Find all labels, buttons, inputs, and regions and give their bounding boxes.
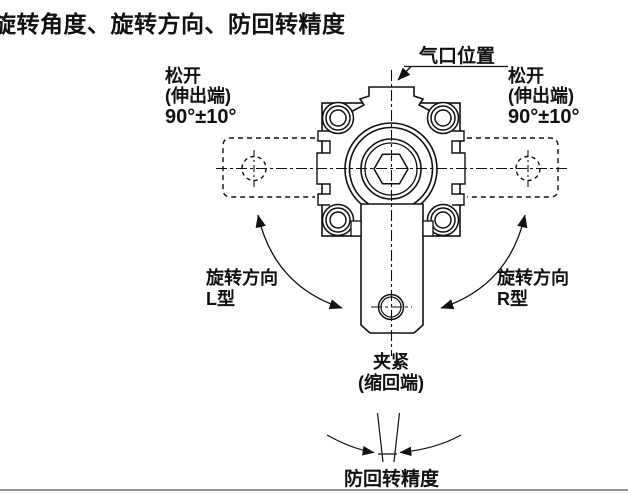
release-label-right: 松开 (伸出端) 90°±10°: [508, 66, 579, 128]
rotation-arc-arrows: [255, 214, 528, 310]
rotation-direction-label-left: 旋转方向 L型: [206, 268, 278, 310]
release-end-left: (伸出端): [165, 86, 231, 106]
clamp-label: 夹紧 (缩回端): [341, 352, 441, 394]
release-state-left: 松开: [165, 66, 201, 86]
rotation-arc-right-r-type: [440, 214, 528, 310]
center-lines: [216, 70, 570, 356]
release-label-left: 松开 (伸出端) 90°±10°: [165, 66, 236, 128]
rotation-direction-text-left: 旋转方向: [206, 268, 278, 288]
rotation-direction-label-right: 旋转方向 R型: [497, 268, 569, 310]
rotation-arc-left-l-type: [255, 214, 343, 310]
clamp-state: 夹紧: [373, 352, 409, 372]
rotation-direction-text-right: 旋转方向: [497, 268, 569, 288]
release-angle-right: 90°±10°: [508, 106, 580, 128]
port-leader-arrow: [397, 65, 508, 81]
rotation-type-left: L型: [206, 289, 235, 309]
rotation-type-right: R型: [497, 289, 528, 309]
anti-rotation-accuracy-label: 防回转精度: [343, 469, 439, 490]
release-angle-left: 90°±10°: [165, 106, 237, 128]
release-end-right: (伸出端): [508, 86, 574, 106]
release-state-right: 松开: [508, 66, 544, 86]
port-position-label: 气口位置: [419, 46, 496, 67]
page-title: 旋转角度、旋转方向、防回转精度: [0, 11, 346, 37]
clamp-end: (缩回端): [358, 373, 424, 393]
anti-rotation-accuracy-symbol: [326, 412, 462, 463]
